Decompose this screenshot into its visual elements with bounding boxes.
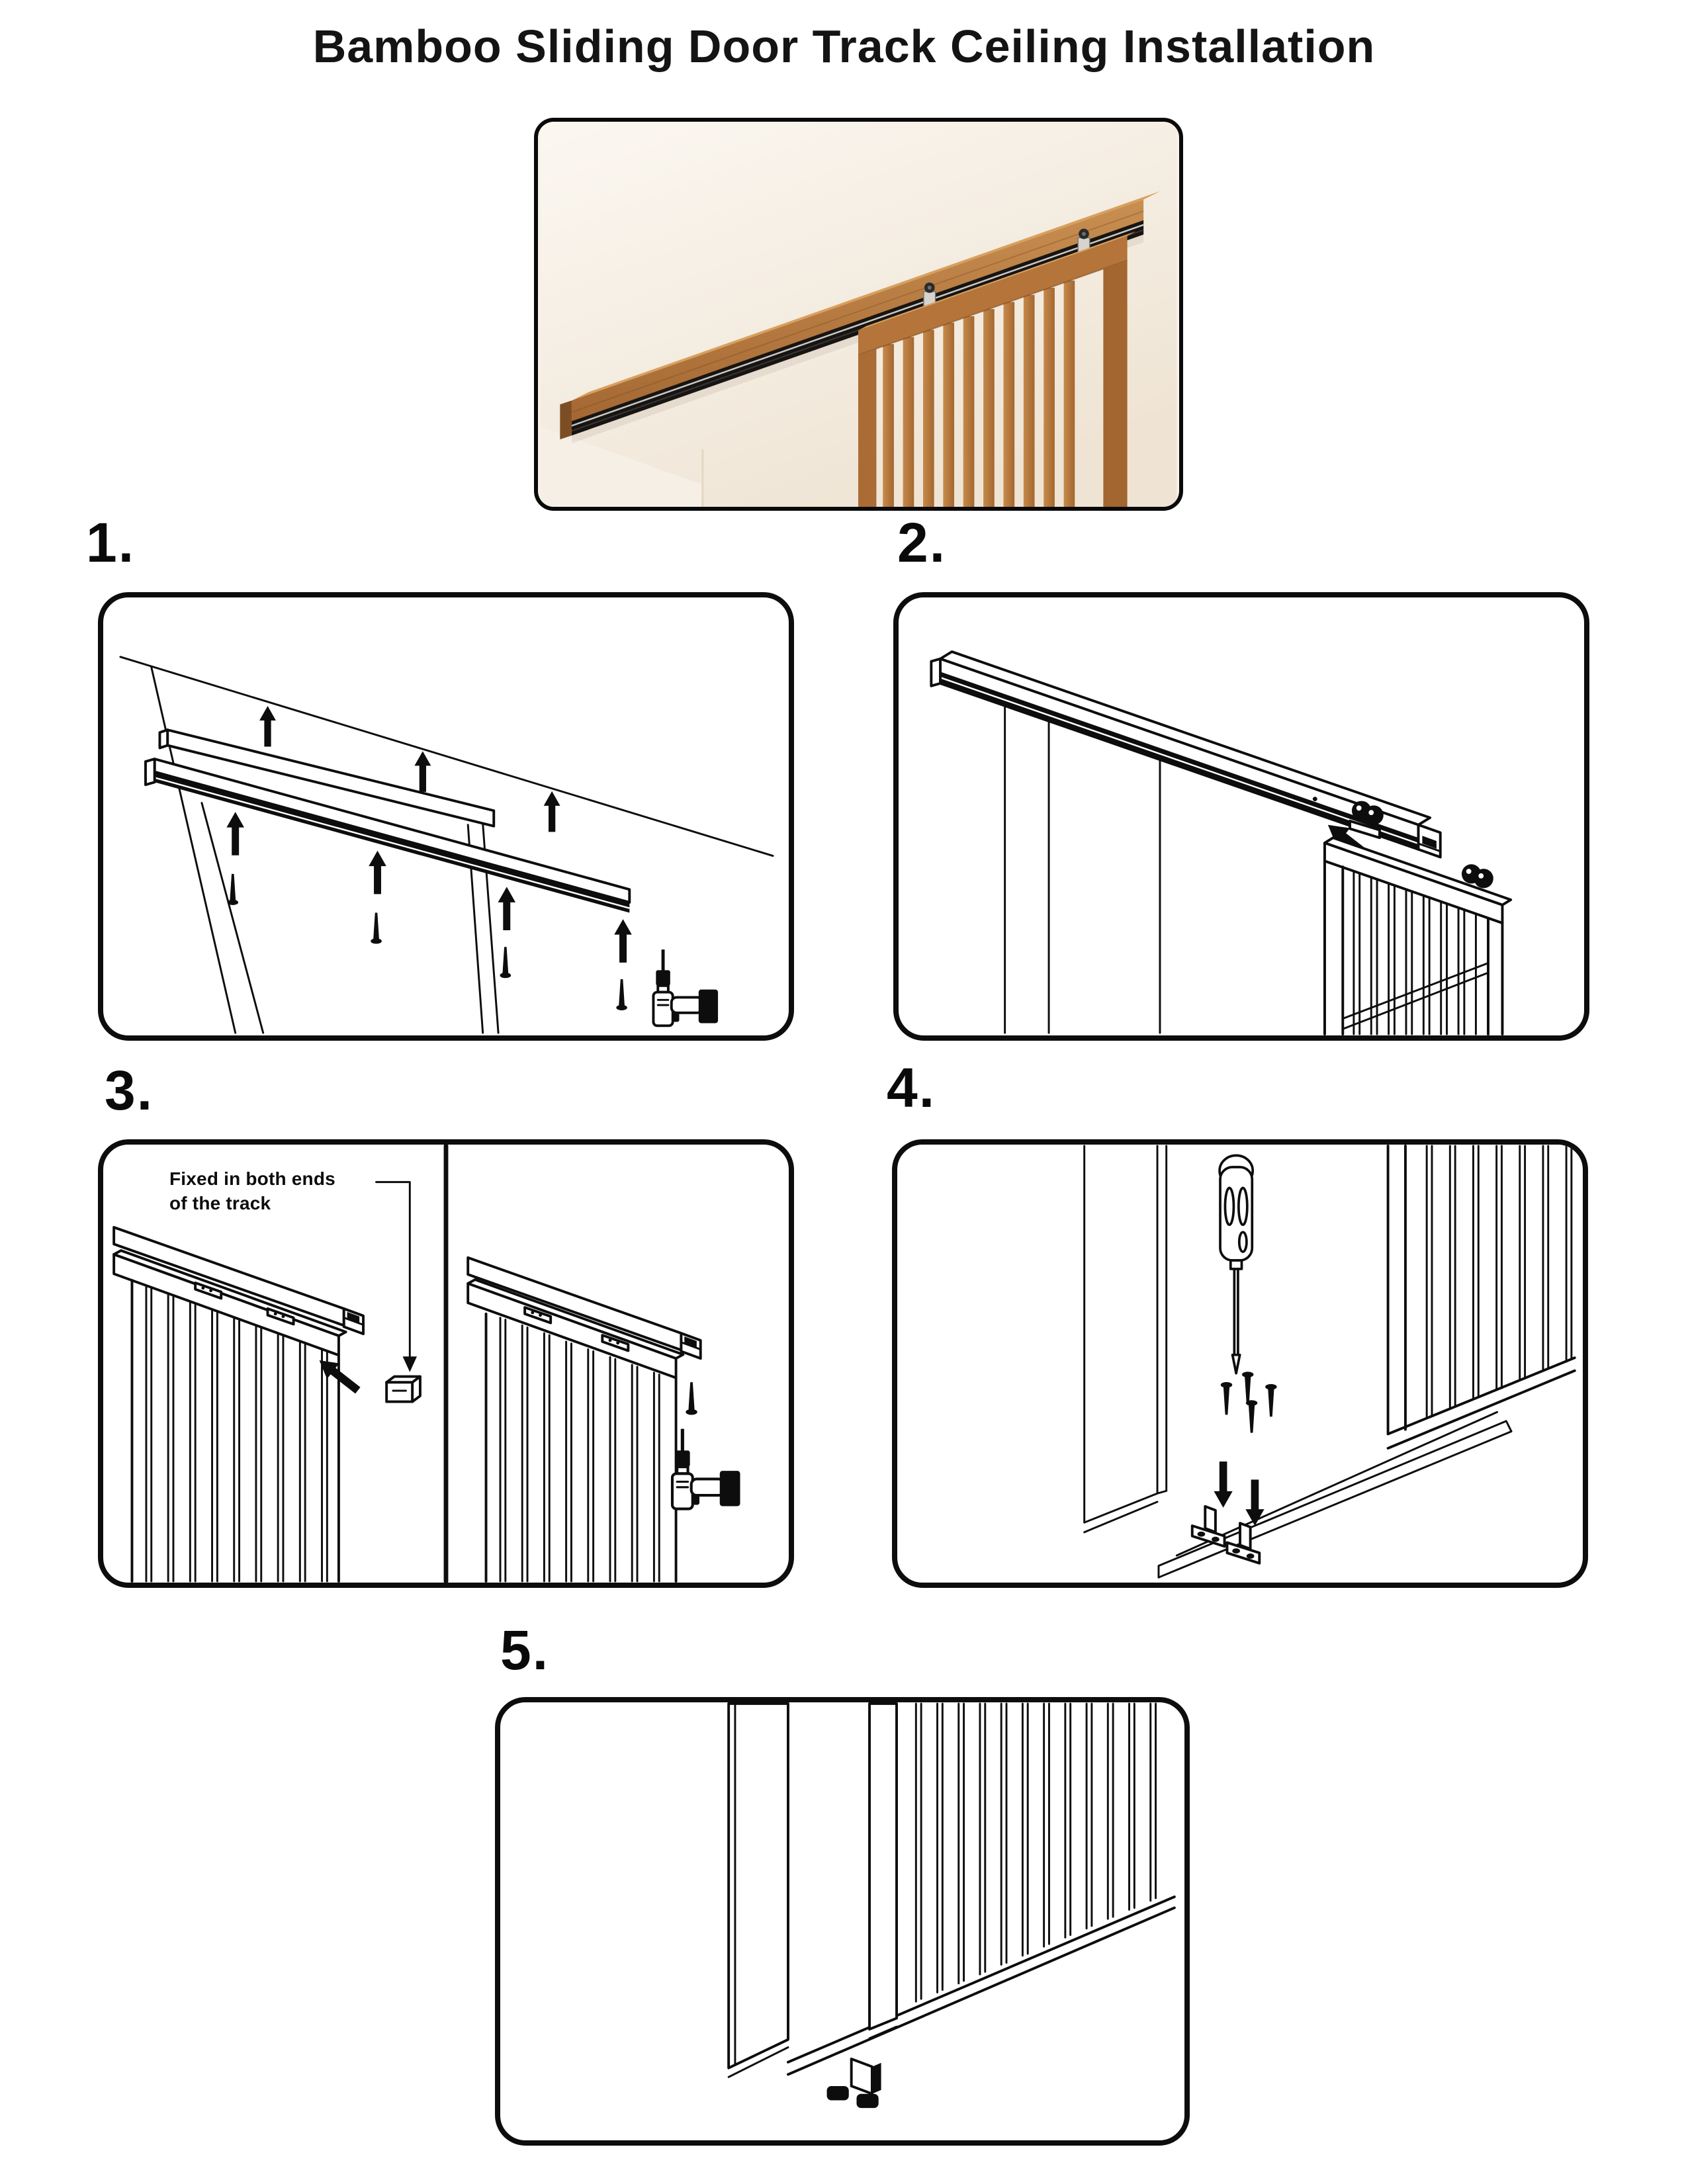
wall-pillar bbox=[727, 1702, 789, 2078]
step-panel-5 bbox=[495, 1697, 1190, 2146]
step-panel-4 bbox=[892, 1139, 1588, 1588]
hero-photo-frame bbox=[534, 118, 1183, 511]
drill-icon bbox=[672, 1429, 740, 1509]
annotation-label: Fixed in both ends of the track bbox=[169, 1168, 335, 1213]
wall-pillar bbox=[1083, 1145, 1168, 1534]
drill-icon bbox=[652, 948, 720, 1027]
step-panel-3: Fixed in both ends of the track bbox=[98, 1139, 794, 1588]
step-panel-2 bbox=[893, 592, 1589, 1041]
screwdriver-icon bbox=[1218, 1154, 1255, 1375]
mounting-batten bbox=[158, 728, 496, 828]
step-number-2: 2. bbox=[897, 511, 947, 574]
step-number-4: 4. bbox=[887, 1057, 936, 1119]
track-end-stopper-icon bbox=[385, 1375, 422, 1403]
door-stile bbox=[868, 1702, 898, 2040]
slatted-door-with-rollers bbox=[1323, 799, 1513, 1035]
screw-icon bbox=[1220, 1372, 1277, 1433]
right-half-screw-fixing bbox=[466, 1256, 740, 1583]
screw-icon bbox=[686, 1382, 697, 1415]
mounted-track bbox=[930, 650, 1442, 859]
step2-hang-door-diagram bbox=[930, 650, 1513, 1035]
step5-door-on-guide-diagram bbox=[727, 1702, 1176, 2109]
step-number-1: 1. bbox=[86, 511, 136, 574]
floor-guide-bracket-icon bbox=[826, 2058, 881, 2109]
wall-lines bbox=[1004, 705, 1161, 1034]
annotation-leader-line bbox=[375, 1181, 418, 1372]
down-arrow-icon bbox=[1214, 1462, 1265, 1526]
aluminum-track bbox=[144, 758, 631, 913]
step3-track-stopper-diagram bbox=[112, 1145, 789, 1583]
slatted-door-bottom bbox=[1386, 1145, 1576, 1450]
step4-floor-guide-diagram bbox=[1083, 1145, 1576, 1579]
floor-board bbox=[1157, 1411, 1513, 1579]
hero-photo bbox=[540, 122, 1177, 507]
left-half-stopper-insert bbox=[112, 1181, 422, 1583]
page-title: Bamboo Sliding Door Track Ceiling Instal… bbox=[312, 21, 1376, 72]
step1-ceiling-mount-diagram bbox=[119, 656, 774, 1034]
step-number-5: 5. bbox=[500, 1619, 550, 1681]
step-panel-1 bbox=[98, 592, 794, 1041]
slatted-door-bottom bbox=[787, 1702, 1176, 2076]
step-number-3: 3. bbox=[105, 1059, 154, 1121]
slatted-door bbox=[858, 231, 1136, 507]
